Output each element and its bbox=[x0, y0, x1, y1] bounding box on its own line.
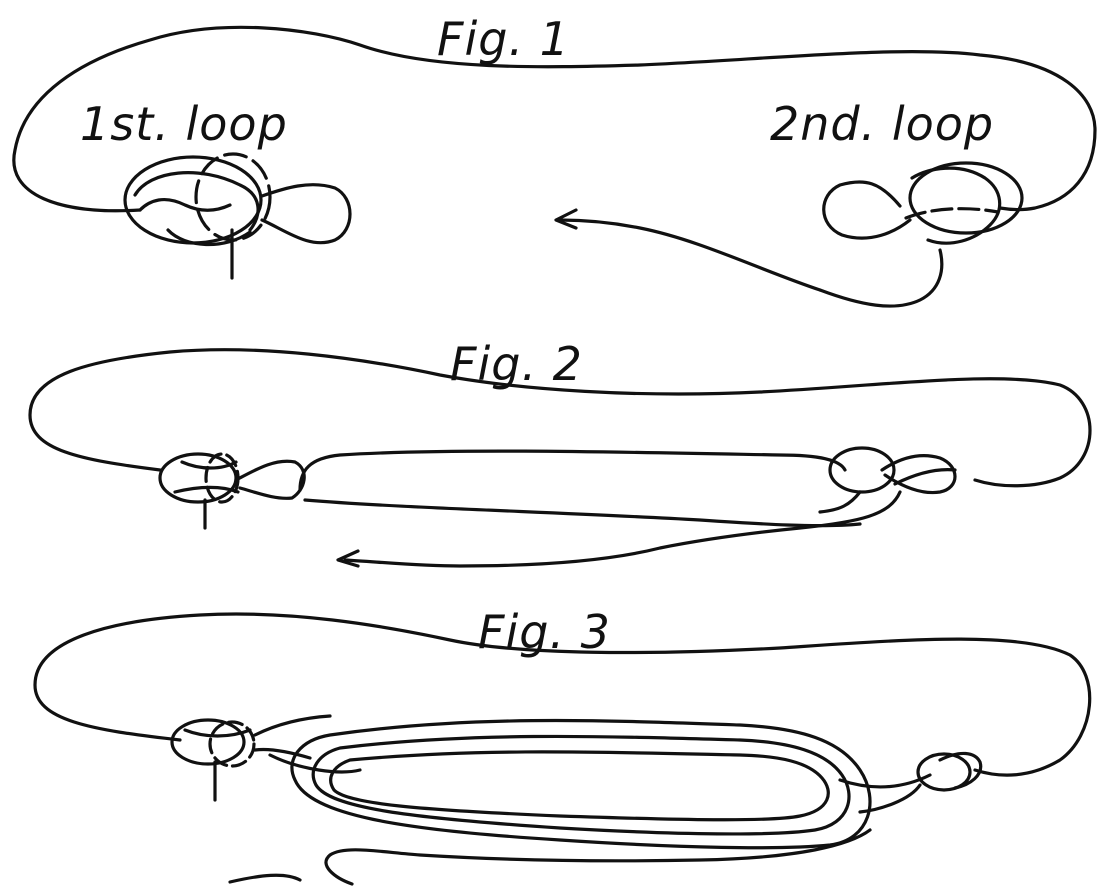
fig3-left-knot bbox=[172, 716, 330, 800]
fig2-long-loop bbox=[300, 451, 845, 490]
first-loop-knot bbox=[125, 154, 350, 278]
fig1-pull-arrow bbox=[560, 220, 820, 290]
fig2-left-knot bbox=[160, 454, 304, 528]
first-loop-label: 1st. loop bbox=[80, 97, 288, 151]
fig3-right-knot bbox=[840, 753, 981, 812]
second-loop-knot bbox=[820, 163, 1022, 306]
second-loop-label: 2nd. loop bbox=[770, 97, 994, 151]
figure-1: Fig. 1 1st. loop 2nd. loop bbox=[14, 12, 1095, 306]
fig3-coils bbox=[270, 721, 870, 848]
fig2-title: Fig. 2 bbox=[450, 337, 583, 391]
fig2-pull-arrow bbox=[345, 492, 900, 566]
fig1-title: Fig. 1 bbox=[437, 12, 570, 66]
fig3-tail bbox=[326, 830, 870, 884]
figure-3: Fig. 3 bbox=[35, 605, 1090, 884]
fig2-right-knot bbox=[820, 448, 955, 512]
figure-2: Fig. 2 bbox=[30, 337, 1090, 566]
fig2-arrowhead bbox=[338, 551, 358, 566]
